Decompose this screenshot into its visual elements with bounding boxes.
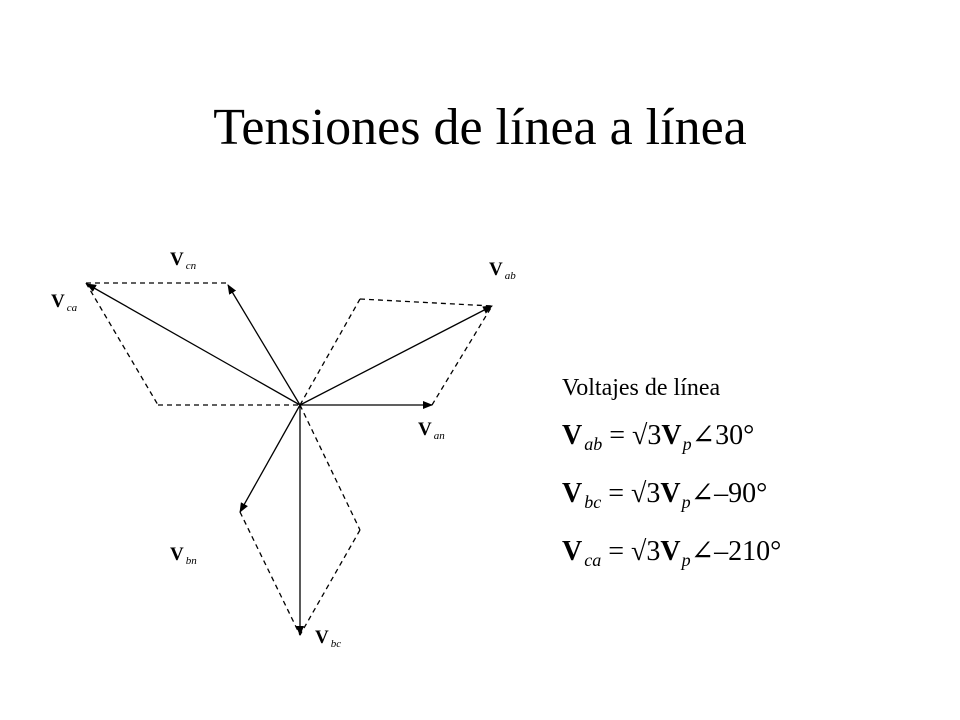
dashed-bc-upper bbox=[299, 404, 361, 531]
formulas-heading: Voltajes de línea bbox=[562, 375, 721, 401]
vbn-arrow bbox=[239, 404, 301, 513]
dashed-ca-left bbox=[85, 282, 159, 406]
dashed-bc-right bbox=[299, 529, 361, 636]
dashed-ab-left bbox=[299, 298, 361, 406]
vab-arrow bbox=[299, 305, 493, 406]
vcn-arrow bbox=[227, 284, 301, 406]
dashed-ab-right bbox=[431, 305, 493, 406]
dashed-bc-left bbox=[239, 511, 301, 636]
dashed-ab-top bbox=[359, 298, 493, 307]
slide-title: Tensiones de línea a línea bbox=[213, 99, 747, 156]
vca-arrow bbox=[86, 283, 301, 406]
